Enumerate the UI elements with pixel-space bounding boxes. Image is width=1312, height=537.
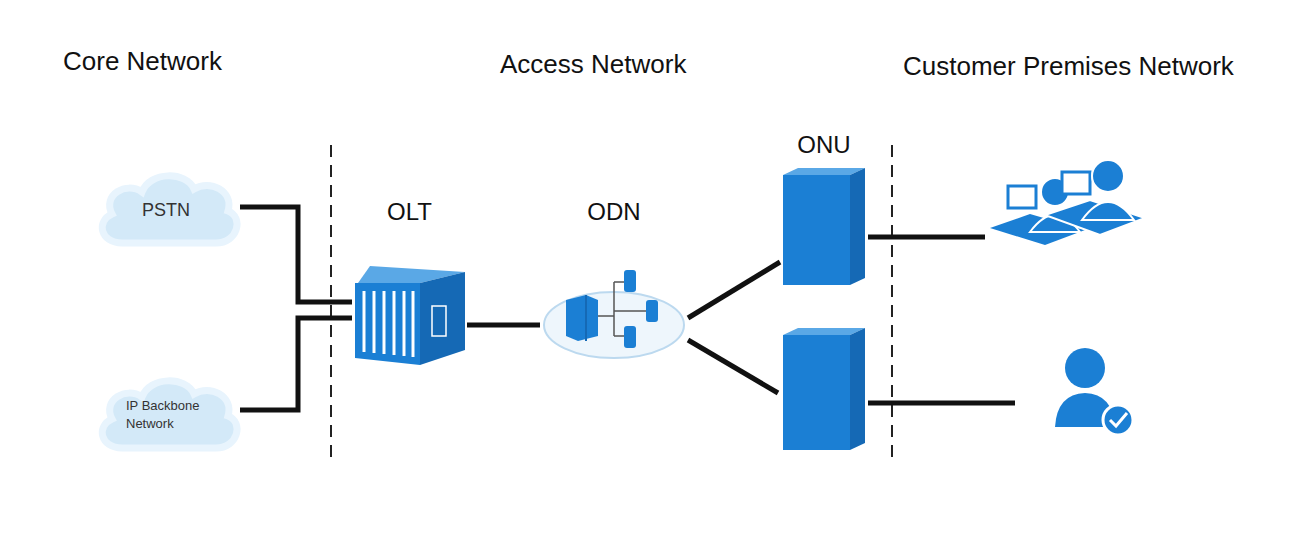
node-label: IP Backbone Network <box>126 397 206 432</box>
zone-title: Customer Premises Network <box>903 51 1234 82</box>
fiber-link <box>240 207 352 302</box>
check-mark <box>1110 413 1127 426</box>
fiber-wire <box>688 340 778 393</box>
monitor <box>1062 172 1090 194</box>
cloud-text-box: PSTN <box>92 165 240 255</box>
cloud-shape <box>92 370 240 460</box>
verified-user-icon <box>1055 348 1133 435</box>
odn-device: ODN <box>540 195 688 365</box>
splitter-node <box>646 300 658 322</box>
olt-device: OLT <box>352 195 467 367</box>
zone-title: Access Network <box>500 49 686 80</box>
splitter-node <box>624 270 636 292</box>
zone-title: Core Network <box>63 46 222 77</box>
onu-side <box>850 328 865 450</box>
check-badge <box>1103 405 1133 435</box>
zone-divider <box>891 145 893 465</box>
fiber-link <box>467 323 540 328</box>
cloud-outline <box>102 381 237 448</box>
olt-door <box>432 306 446 336</box>
person-head <box>1092 160 1124 192</box>
fiber-link <box>688 262 780 318</box>
splitter-node <box>624 326 636 348</box>
zone-divider <box>330 145 332 465</box>
onu-box <box>783 328 865 450</box>
odn-tree <box>598 282 646 336</box>
olt-side <box>420 272 465 365</box>
cloud-text-box: IP Backbone Network <box>92 370 240 460</box>
person-head <box>1065 348 1105 388</box>
onu-device: ONU <box>780 128 868 293</box>
monitor <box>1008 186 1036 208</box>
user-wire <box>868 235 985 240</box>
onu-front <box>783 175 850 285</box>
users-at-computers-icon <box>990 160 1145 245</box>
olt-slots <box>364 291 413 357</box>
onu-side <box>850 168 865 285</box>
device-label: ODN <box>540 195 688 229</box>
user-wire <box>868 401 1015 406</box>
olt-front <box>355 283 420 365</box>
desk <box>1045 200 1145 235</box>
cloud-node: PSTN <box>92 165 240 255</box>
onu-front <box>783 335 850 450</box>
cloud-node: IP Backbone Network <box>92 370 240 460</box>
fiber-link <box>240 318 352 410</box>
person-body <box>1082 202 1134 220</box>
odn-server-edge <box>585 295 587 341</box>
cloud-outline <box>102 176 237 243</box>
device-label: OLT <box>352 195 467 229</box>
odn-server <box>566 295 598 341</box>
device-label: ONU <box>780 128 868 162</box>
node-label: PSTN <box>142 198 190 222</box>
